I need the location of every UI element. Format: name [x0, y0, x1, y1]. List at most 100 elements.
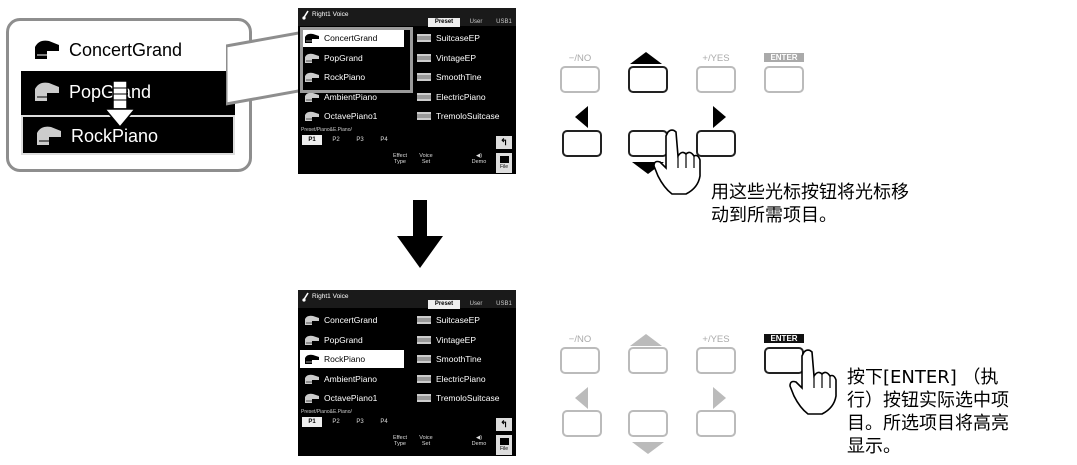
- voice-item-label: SuitcaseEP: [436, 33, 480, 43]
- tab-user[interactable]: User: [469, 19, 483, 25]
- up-folder-button[interactable]: ↰: [496, 136, 512, 149]
- zoom-callout: ConcertGrand PopGrand RockPiano: [6, 18, 252, 172]
- page-tab-p1[interactable]: P1: [302, 417, 322, 427]
- tab-usb1[interactable]: USB1: [496, 19, 512, 25]
- enter-label: ENTER: [770, 53, 798, 62]
- cursor-left-icon: [575, 106, 588, 128]
- voice-set-line: Voice: [419, 435, 433, 441]
- voice-item[interactable]: TremoloSuitcase: [412, 107, 516, 125]
- voice-item[interactable]: ConcertGrand: [300, 29, 404, 47]
- voice-item-label: RockPiano: [324, 72, 366, 82]
- cursor-right-icon: [713, 106, 726, 128]
- demo-label: Demo: [471, 441, 487, 447]
- demo-label: Demo: [471, 159, 487, 165]
- voice-item-label: PopGrand: [324, 334, 363, 345]
- voice-item[interactable]: AmbientPiano: [300, 370, 404, 388]
- voice-item[interactable]: RockPiano: [300, 68, 404, 86]
- file-button[interactable]: File: [496, 153, 512, 173]
- demo-button[interactable]: ◀)Demo: [468, 435, 490, 447]
- voice-item[interactable]: TremoloSuitcase: [412, 389, 516, 407]
- effect-type-line: Effect: [393, 153, 407, 159]
- grand-piano-icon: [305, 92, 319, 102]
- page-tab-p3[interactable]: P3: [356, 137, 364, 143]
- voice-item[interactable]: PopGrand: [300, 331, 404, 349]
- electric-piano-icon: [417, 112, 431, 120]
- grand-piano-icon: [305, 111, 319, 121]
- cursor-up-button[interactable]: [628, 66, 668, 93]
- tab-user[interactable]: User: [469, 301, 483, 307]
- file-label: File: [499, 446, 509, 452]
- effect-type-line: Type: [394, 159, 406, 165]
- grand-piano-icon: [305, 33, 319, 43]
- voice-item[interactable]: VintageEP: [412, 331, 516, 349]
- step2-line: 行）按钮实际选中项: [847, 390, 1009, 411]
- page-tab-p4[interactable]: P4: [380, 419, 388, 425]
- tab-usb1[interactable]: USB1: [496, 301, 512, 307]
- no-button[interactable]: [560, 66, 600, 93]
- cursor-right-button[interactable]: [696, 130, 736, 157]
- voice-item[interactable]: SmoothTine: [412, 350, 516, 368]
- effect-type-line: Type: [394, 441, 406, 447]
- step1-line: 动到所需项目。: [711, 205, 837, 226]
- voice-item[interactable]: RockPiano: [300, 350, 404, 368]
- voice-item-label: TremoloSuitcase: [436, 111, 500, 121]
- voice-item[interactable]: ConcertGrand: [300, 311, 404, 329]
- step1-instruction: 用这些光标按钮将光标移 动到所需项目。: [711, 181, 909, 227]
- voice-item-label: VintageEP: [436, 334, 477, 345]
- up-folder-button[interactable]: ↰: [496, 418, 512, 431]
- cursor-left-icon: [575, 387, 588, 409]
- enter-button[interactable]: [764, 347, 804, 374]
- voice-item-label: SuitcaseEP: [436, 315, 480, 325]
- voice-item[interactable]: ElectricPiano: [412, 370, 516, 388]
- no-button[interactable]: [560, 347, 600, 374]
- cursor-left-button[interactable]: [562, 410, 602, 437]
- cursor-right-button[interactable]: [696, 410, 736, 437]
- step2-line: 显示。: [847, 436, 901, 457]
- zoom-item-label: PopGrand: [69, 82, 152, 102]
- tab-preset[interactable]: Preset: [428, 300, 460, 309]
- voice-note-icon: [302, 10, 309, 20]
- voice-item[interactable]: AmbientPiano: [300, 88, 404, 106]
- page-tab-p4[interactable]: P4: [380, 137, 388, 143]
- step2-line: 目。所选项目将高亮: [847, 413, 1009, 434]
- cursor-up-icon: [630, 52, 662, 64]
- cursor-up-button[interactable]: [628, 347, 668, 374]
- yes-button[interactable]: [696, 347, 736, 374]
- tab-preset[interactable]: Preset: [428, 18, 460, 27]
- effect-type-line: Effect: [393, 435, 407, 441]
- cursor-down-arrow-icon: [103, 80, 137, 129]
- cursor-left-button[interactable]: [562, 130, 602, 157]
- page-tab-p2[interactable]: P2: [332, 137, 340, 143]
- voice-item[interactable]: OctavePiano1: [300, 107, 404, 125]
- page-tab-p3[interactable]: P3: [356, 419, 364, 425]
- speaker-icon: ◀): [475, 153, 483, 159]
- no-label: −/NO: [568, 334, 592, 345]
- enter-button[interactable]: [764, 66, 804, 93]
- voice-item[interactable]: ElectricPiano: [412, 88, 516, 106]
- yes-button[interactable]: [696, 66, 736, 93]
- demo-button[interactable]: ◀)Demo: [468, 153, 490, 165]
- file-button[interactable]: File: [496, 435, 512, 455]
- voice-item[interactable]: SuitcaseEP: [412, 311, 516, 329]
- voice-item[interactable]: PopGrand: [300, 49, 404, 67]
- voice-item[interactable]: SuitcaseEP: [412, 29, 516, 47]
- voice-set-line: Voice: [419, 153, 433, 159]
- up-folder-icon: ↰: [500, 137, 508, 147]
- voice-item[interactable]: OctavePiano1: [300, 389, 404, 407]
- voice-item[interactable]: VintageEP: [412, 49, 516, 67]
- page-tab-p1[interactable]: P1: [302, 135, 322, 145]
- grand-piano-icon: [305, 315, 319, 325]
- voice-item-label: SmoothTine: [436, 354, 482, 364]
- zoom-voice-list: ConcertGrand PopGrand RockPiano: [21, 31, 235, 155]
- electric-piano-icon: [417, 53, 431, 62]
- voice-note-icon: [302, 292, 309, 302]
- page-tab-p2[interactable]: P2: [332, 419, 340, 425]
- voice-item[interactable]: SmoothTine: [412, 68, 516, 86]
- cursor-down-button[interactable]: [628, 410, 668, 437]
- cursor-right-icon: [713, 387, 726, 409]
